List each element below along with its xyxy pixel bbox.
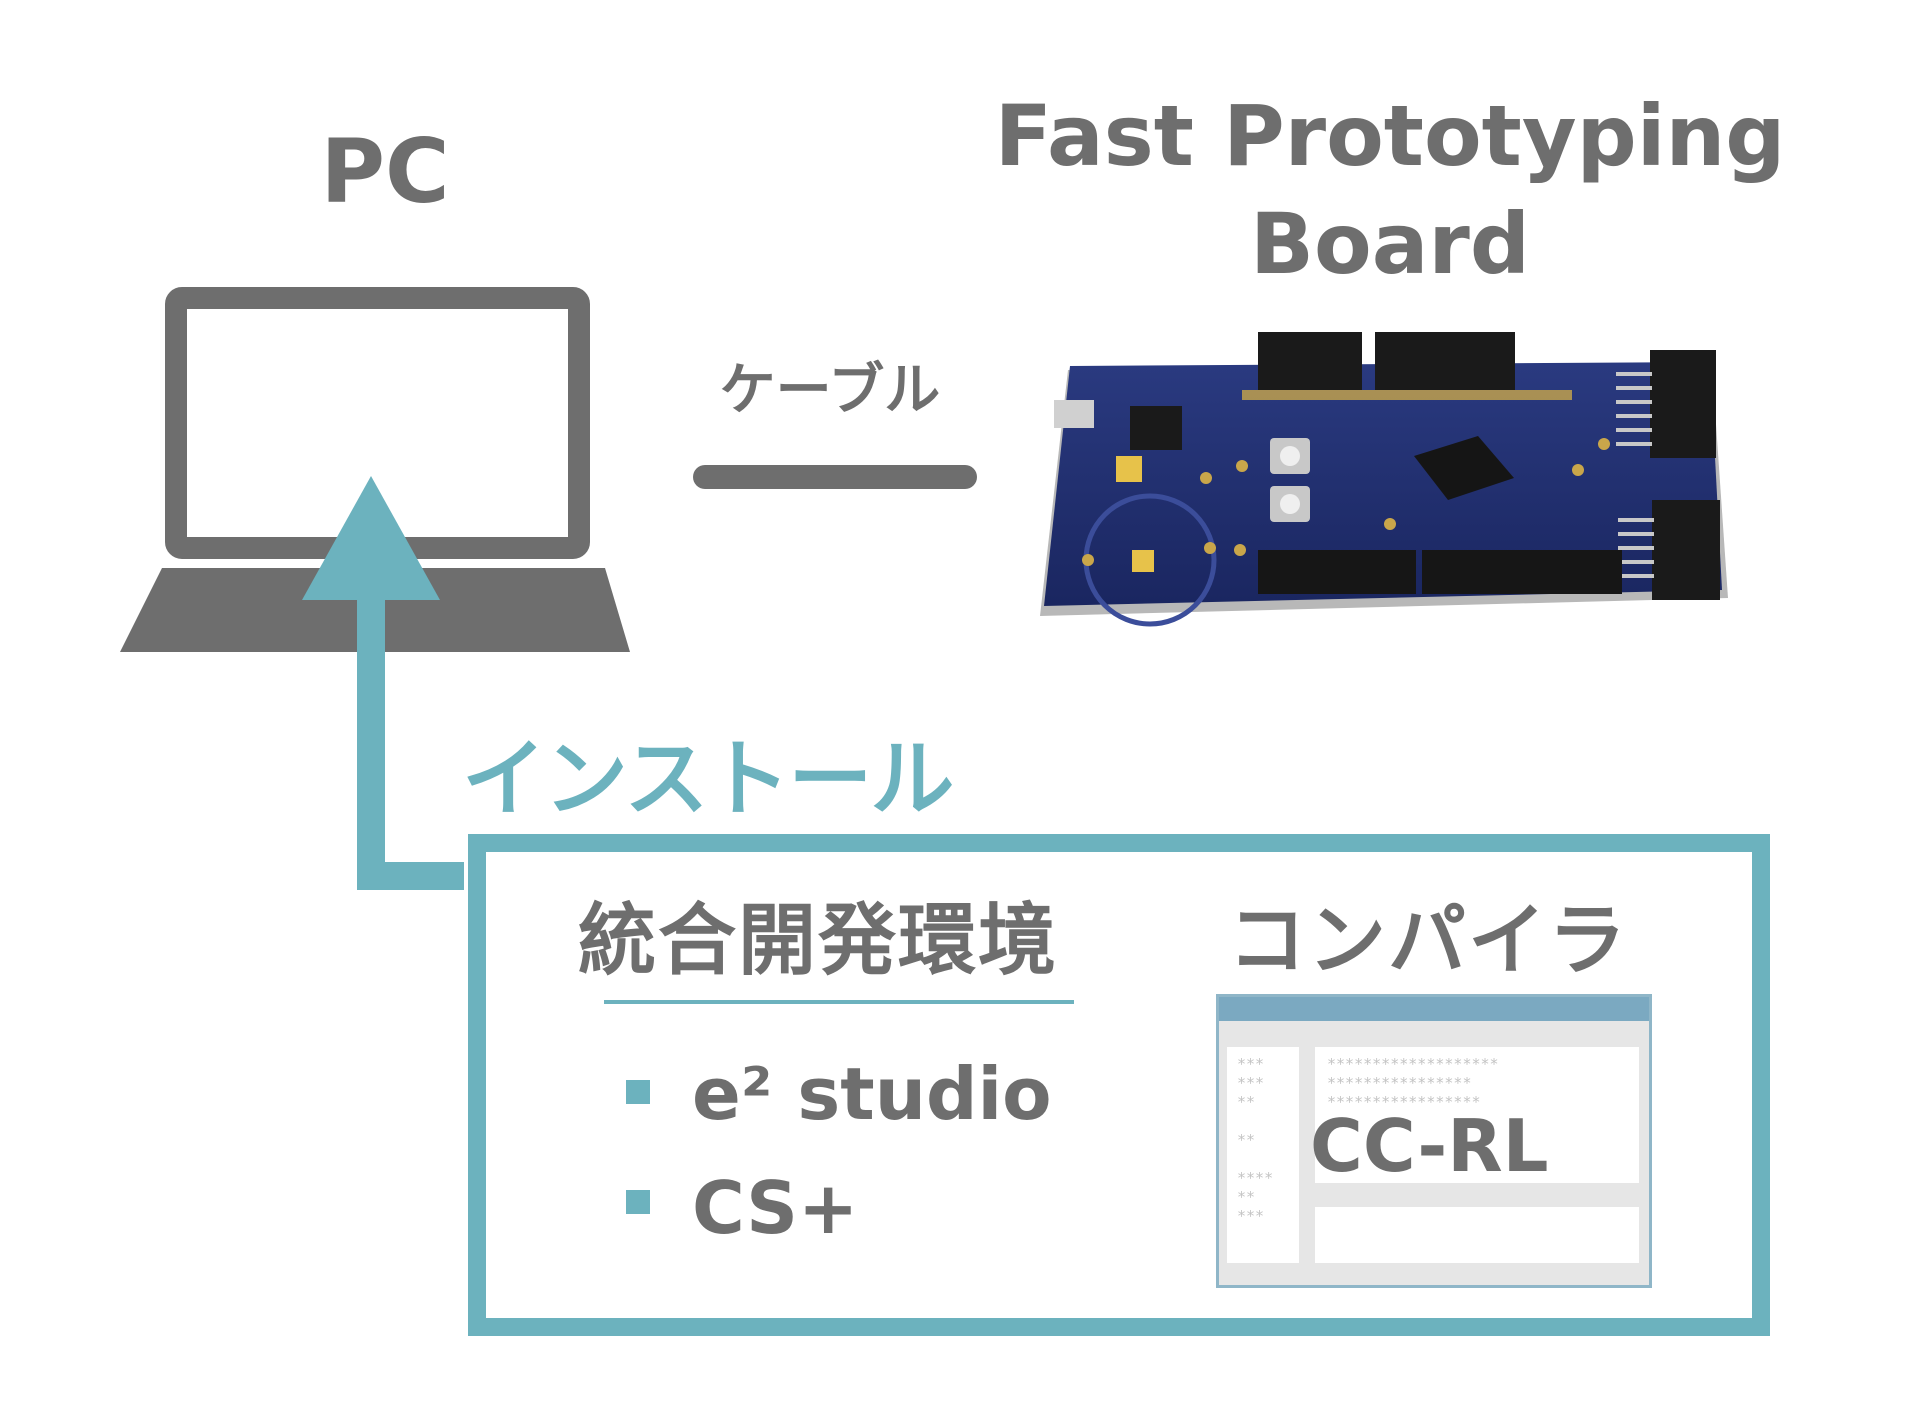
cable-label: ケーブル	[719, 358, 941, 423]
window-sidebar: *** *** ** ** **** ** ***	[1227, 1047, 1299, 1263]
install-label: インストール	[462, 730, 954, 828]
window-bottom-pane	[1315, 1207, 1639, 1263]
window-main-pane: ******************* **************** ***…	[1315, 1047, 1639, 1183]
board-title-line1: Fast Prototyping	[994, 87, 1786, 185]
software-box	[468, 834, 1770, 1336]
pc-title: PC	[320, 120, 450, 223]
window-titlebar	[1219, 997, 1649, 1021]
ide-item-e2studio: e² studio	[692, 1052, 1052, 1136]
board-title: Fast Prototyping Board	[960, 82, 1820, 298]
bullet-icon	[626, 1190, 650, 1214]
bullet-icon	[626, 1080, 650, 1104]
board-title-line2: Board	[1250, 195, 1530, 293]
window-sidebar-text: *** *** ** ** **** ** ***	[1237, 1055, 1274, 1225]
ide-item-csplus: CS+	[692, 1166, 859, 1250]
compiler-name: CC-RL	[1310, 1104, 1549, 1188]
compiler-heading: コンパイラ	[1228, 896, 1629, 986]
window-main-text: ******************* **************** ***…	[1327, 1055, 1499, 1111]
cable-line	[693, 465, 977, 489]
compiler-window-icon: *** *** ** ** **** ** *** **************…	[1216, 994, 1652, 1288]
ide-heading: 統合開発環境	[578, 896, 1059, 986]
board-image	[1040, 332, 1728, 627]
ide-underline	[604, 1000, 1074, 1004]
